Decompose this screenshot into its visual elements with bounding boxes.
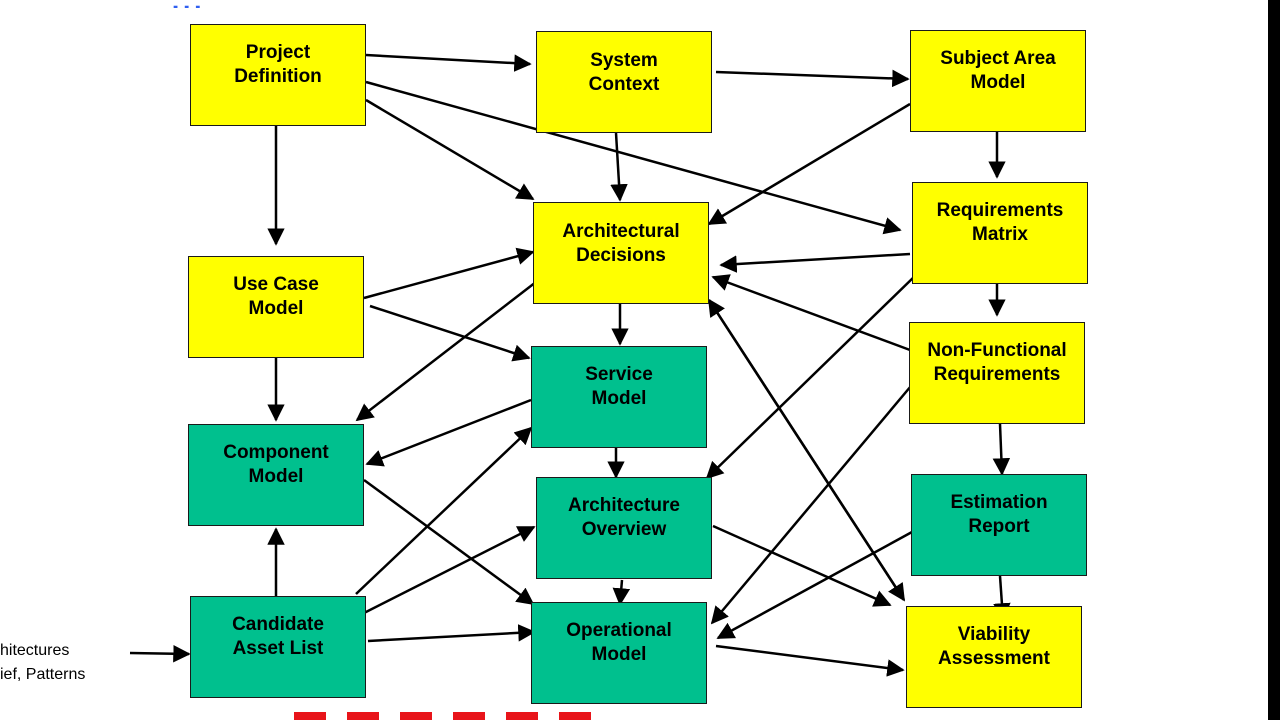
box-project-definition: Project Definition bbox=[190, 24, 366, 126]
right-edge-bar bbox=[1268, 0, 1280, 720]
box-viability-assessment: Viability Assessment bbox=[906, 606, 1082, 708]
box-non-functional-requirements: Non-Functional Requirements bbox=[909, 322, 1085, 424]
red-dash bbox=[400, 712, 432, 720]
box-system-context: System Context bbox=[536, 31, 712, 133]
box-label: Architecture Overview bbox=[568, 495, 680, 540]
side-text-line-2: ief, Patterns bbox=[0, 666, 86, 683]
box-label: System Context bbox=[588, 50, 660, 95]
box-label: Service Model bbox=[585, 364, 653, 409]
box-estimation-report: Estimation Report bbox=[911, 474, 1087, 576]
box-use-case-model: Use Case Model bbox=[188, 256, 364, 358]
box-architectural-decisions: Architectural Decisions bbox=[533, 202, 709, 304]
box-label: Non-Functional Requirements bbox=[927, 340, 1067, 385]
box-component-model: Component Model bbox=[188, 424, 364, 526]
red-dash bbox=[506, 712, 538, 720]
box-label: Project Definition bbox=[234, 42, 322, 87]
box-requirements-matrix: Requirements Matrix bbox=[912, 182, 1088, 284]
box-label: Use Case Model bbox=[233, 274, 319, 319]
red-dash bbox=[347, 712, 379, 720]
box-operational-model: Operational Model bbox=[531, 602, 707, 704]
box-label: Architectural Decisions bbox=[562, 221, 680, 266]
side-text-line-1: hitectures bbox=[0, 642, 70, 659]
box-label: Candidate Asset List bbox=[232, 614, 324, 659]
red-dash bbox=[453, 712, 485, 720]
box-candidate-asset-list: Candidate Asset List bbox=[190, 596, 366, 698]
box-label: Estimation Report bbox=[950, 492, 1048, 537]
box-label: Component Model bbox=[223, 442, 329, 487]
red-dash bbox=[294, 712, 326, 720]
box-label: Requirements Matrix bbox=[936, 200, 1064, 245]
box-label: Subject Area Model bbox=[940, 48, 1056, 93]
box-label: Viability Assessment bbox=[938, 624, 1050, 669]
box-subject-area-model: Subject Area Model bbox=[910, 30, 1086, 132]
cropped-title: ... bbox=[170, 0, 730, 8]
box-service-model: Service Model bbox=[531, 346, 707, 448]
red-dash bbox=[559, 712, 591, 720]
box-architecture-overview: Architecture Overview bbox=[536, 477, 712, 579]
box-label: Operational Model bbox=[566, 620, 672, 665]
